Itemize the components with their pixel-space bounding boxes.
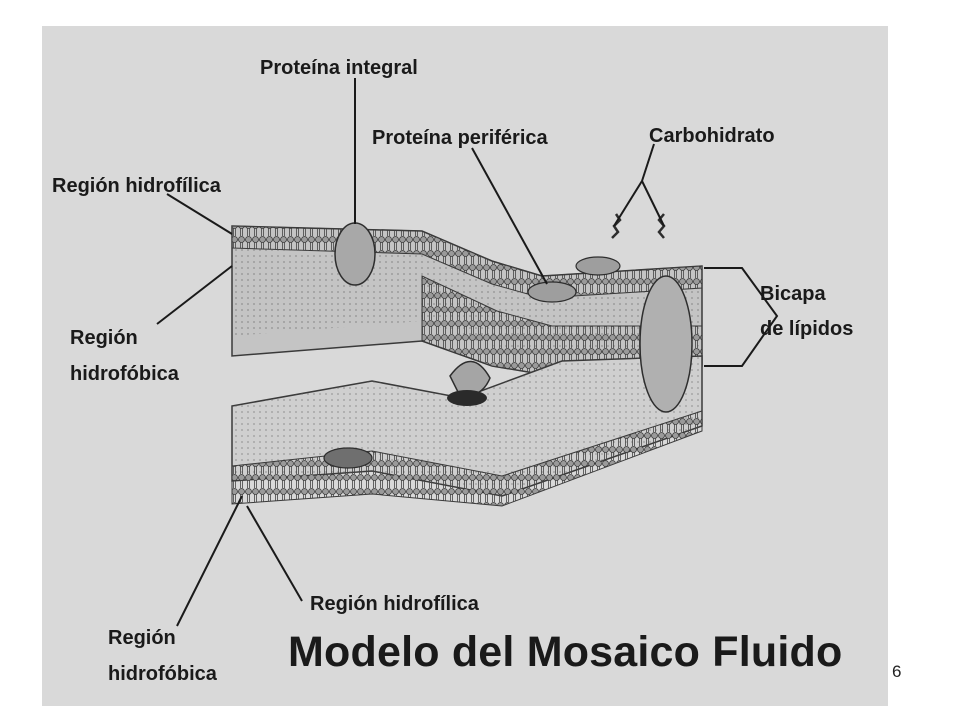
figure-title: Modelo del Mosaico Fluido bbox=[288, 628, 843, 676]
label-integral-protein: Proteína integral bbox=[260, 57, 418, 79]
label-hydrophilic-region-top: Región hidrofílica bbox=[52, 175, 221, 197]
lower-protein-shape bbox=[323, 447, 373, 469]
label-lipid-bilayer-line1: Bicapa bbox=[760, 283, 826, 305]
leader-lines bbox=[156, 78, 779, 627]
label-hydrophobic-region-top-line1: Región bbox=[70, 327, 138, 349]
membrane-figure: Proteína integral Proteína periférica Ca… bbox=[42, 26, 888, 706]
transmembrane-protein-shape bbox=[639, 275, 693, 413]
label-peripheral-protein: Proteína periférica bbox=[372, 127, 548, 149]
label-hydrophobic-region-bottom-line2: hidrofóbica bbox=[108, 663, 217, 685]
label-lipid-bilayer-line2: de lípidos bbox=[760, 318, 854, 340]
peripheral-protein-shape bbox=[527, 281, 577, 303]
label-hydrophobic-region-bottom-line1: Región bbox=[108, 627, 176, 649]
label-carbohydrate: Carbohidrato bbox=[649, 125, 775, 147]
surface-protein-shape bbox=[575, 256, 621, 276]
label-hydrophilic-region-bottom: Región hidrofílica bbox=[310, 593, 479, 615]
channel-protein-base bbox=[447, 390, 487, 406]
label-hydrophobic-region-top-line2: hidrofóbica bbox=[70, 363, 179, 385]
upper-bilayer bbox=[231, 225, 703, 377]
page-number: 6 bbox=[892, 662, 902, 681]
membrane-illustration bbox=[156, 78, 779, 627]
integral-protein-shape bbox=[334, 222, 376, 286]
